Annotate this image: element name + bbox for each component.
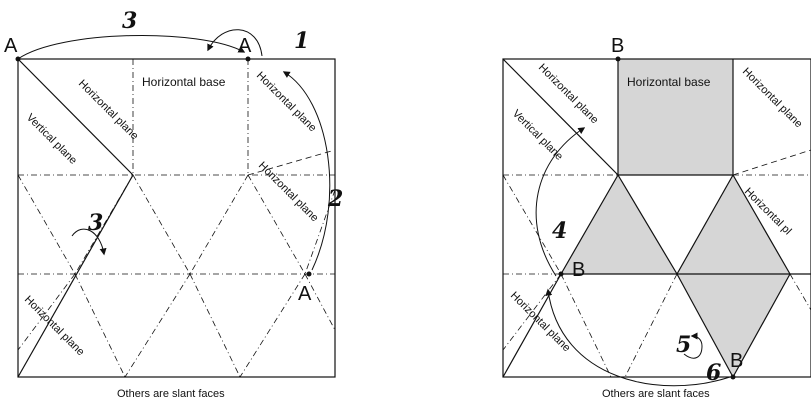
left-point-a2 <box>245 56 251 62</box>
right-horizontal-plane-bl: Horizontal plane <box>508 290 573 355</box>
right-label-b-bottom: B <box>730 350 743 372</box>
right-step-5: 5 <box>676 332 691 358</box>
left-step-3-mid: 3 <box>88 210 103 236</box>
left-horizontal-base: Horizontal base <box>142 75 226 89</box>
right-step-4: 4 <box>552 218 567 244</box>
right-horizontal-plane-left: Horizontal plane <box>536 62 601 127</box>
left-diagonal-long <box>17 174 134 378</box>
right-shaded-bottom <box>677 274 790 377</box>
left-point-a3 <box>306 271 312 277</box>
left-panel: A A A Horizontal base Horizontal plane V… <box>4 8 343 400</box>
right-label-b-left: B <box>572 259 585 281</box>
right-square <box>502 58 811 378</box>
left-step-1: 1 <box>294 28 309 54</box>
right-shaded-right-tri <box>677 175 790 274</box>
right-fold-lines <box>502 174 811 378</box>
right-caption: Others are slant faces <box>602 388 710 400</box>
right-arrow-4 <box>535 127 586 277</box>
left-arrow-2 <box>282 71 331 271</box>
left-step-2: 2 <box>327 186 343 212</box>
left-label-a-right: A <box>298 283 312 305</box>
right-label-b-top: B <box>611 35 624 57</box>
right-shaded-left-tri <box>561 175 677 274</box>
right-horizontal-plane-tr: Horizontal plane <box>740 66 805 131</box>
left-step-3-top: 3 <box>122 8 137 34</box>
right-dashed-crease <box>732 149 811 176</box>
left-vertical-plane: Vertical plane <box>24 112 79 167</box>
left-horizontal-plane-right: Horizontal plane <box>254 70 319 135</box>
left-arrow-3-top <box>17 35 246 60</box>
left-caption: Others are slant faces <box>117 388 225 400</box>
left-arrow-1 <box>207 29 263 57</box>
right-point-b-bottom <box>730 374 736 380</box>
right-point-b-top <box>615 56 621 62</box>
right-step-6: 6 <box>706 360 721 386</box>
left-dashed-crease <box>247 149 336 176</box>
right-shaded-base <box>618 59 733 175</box>
left-horizontal-plane-right2: Horizontal plane <box>256 160 321 225</box>
right-horizontal-base: Horizontal base <box>627 75 711 89</box>
right-arrow-5 <box>683 332 703 359</box>
left-diagonal-main <box>17 58 134 176</box>
right-solid-lines <box>502 58 811 378</box>
right-vertical-plane: Vertical plane <box>510 108 565 163</box>
left-arrow-3-mid <box>71 228 107 256</box>
left-label-a-topmid: A <box>238 35 252 57</box>
right-point-b-left <box>558 271 564 277</box>
left-label-a-topleft: A <box>4 35 18 57</box>
left-horizontal-plane-bottom: Horizontal plane <box>22 294 87 359</box>
left-square <box>17 58 336 378</box>
left-horizontal-plane-diag: Horizontal plane <box>76 78 141 143</box>
right-panel: B B B Horizontal base Horizontal plane V… <box>502 35 811 400</box>
right-arrow-6 <box>545 288 731 387</box>
left-fold-lines <box>17 59 336 378</box>
